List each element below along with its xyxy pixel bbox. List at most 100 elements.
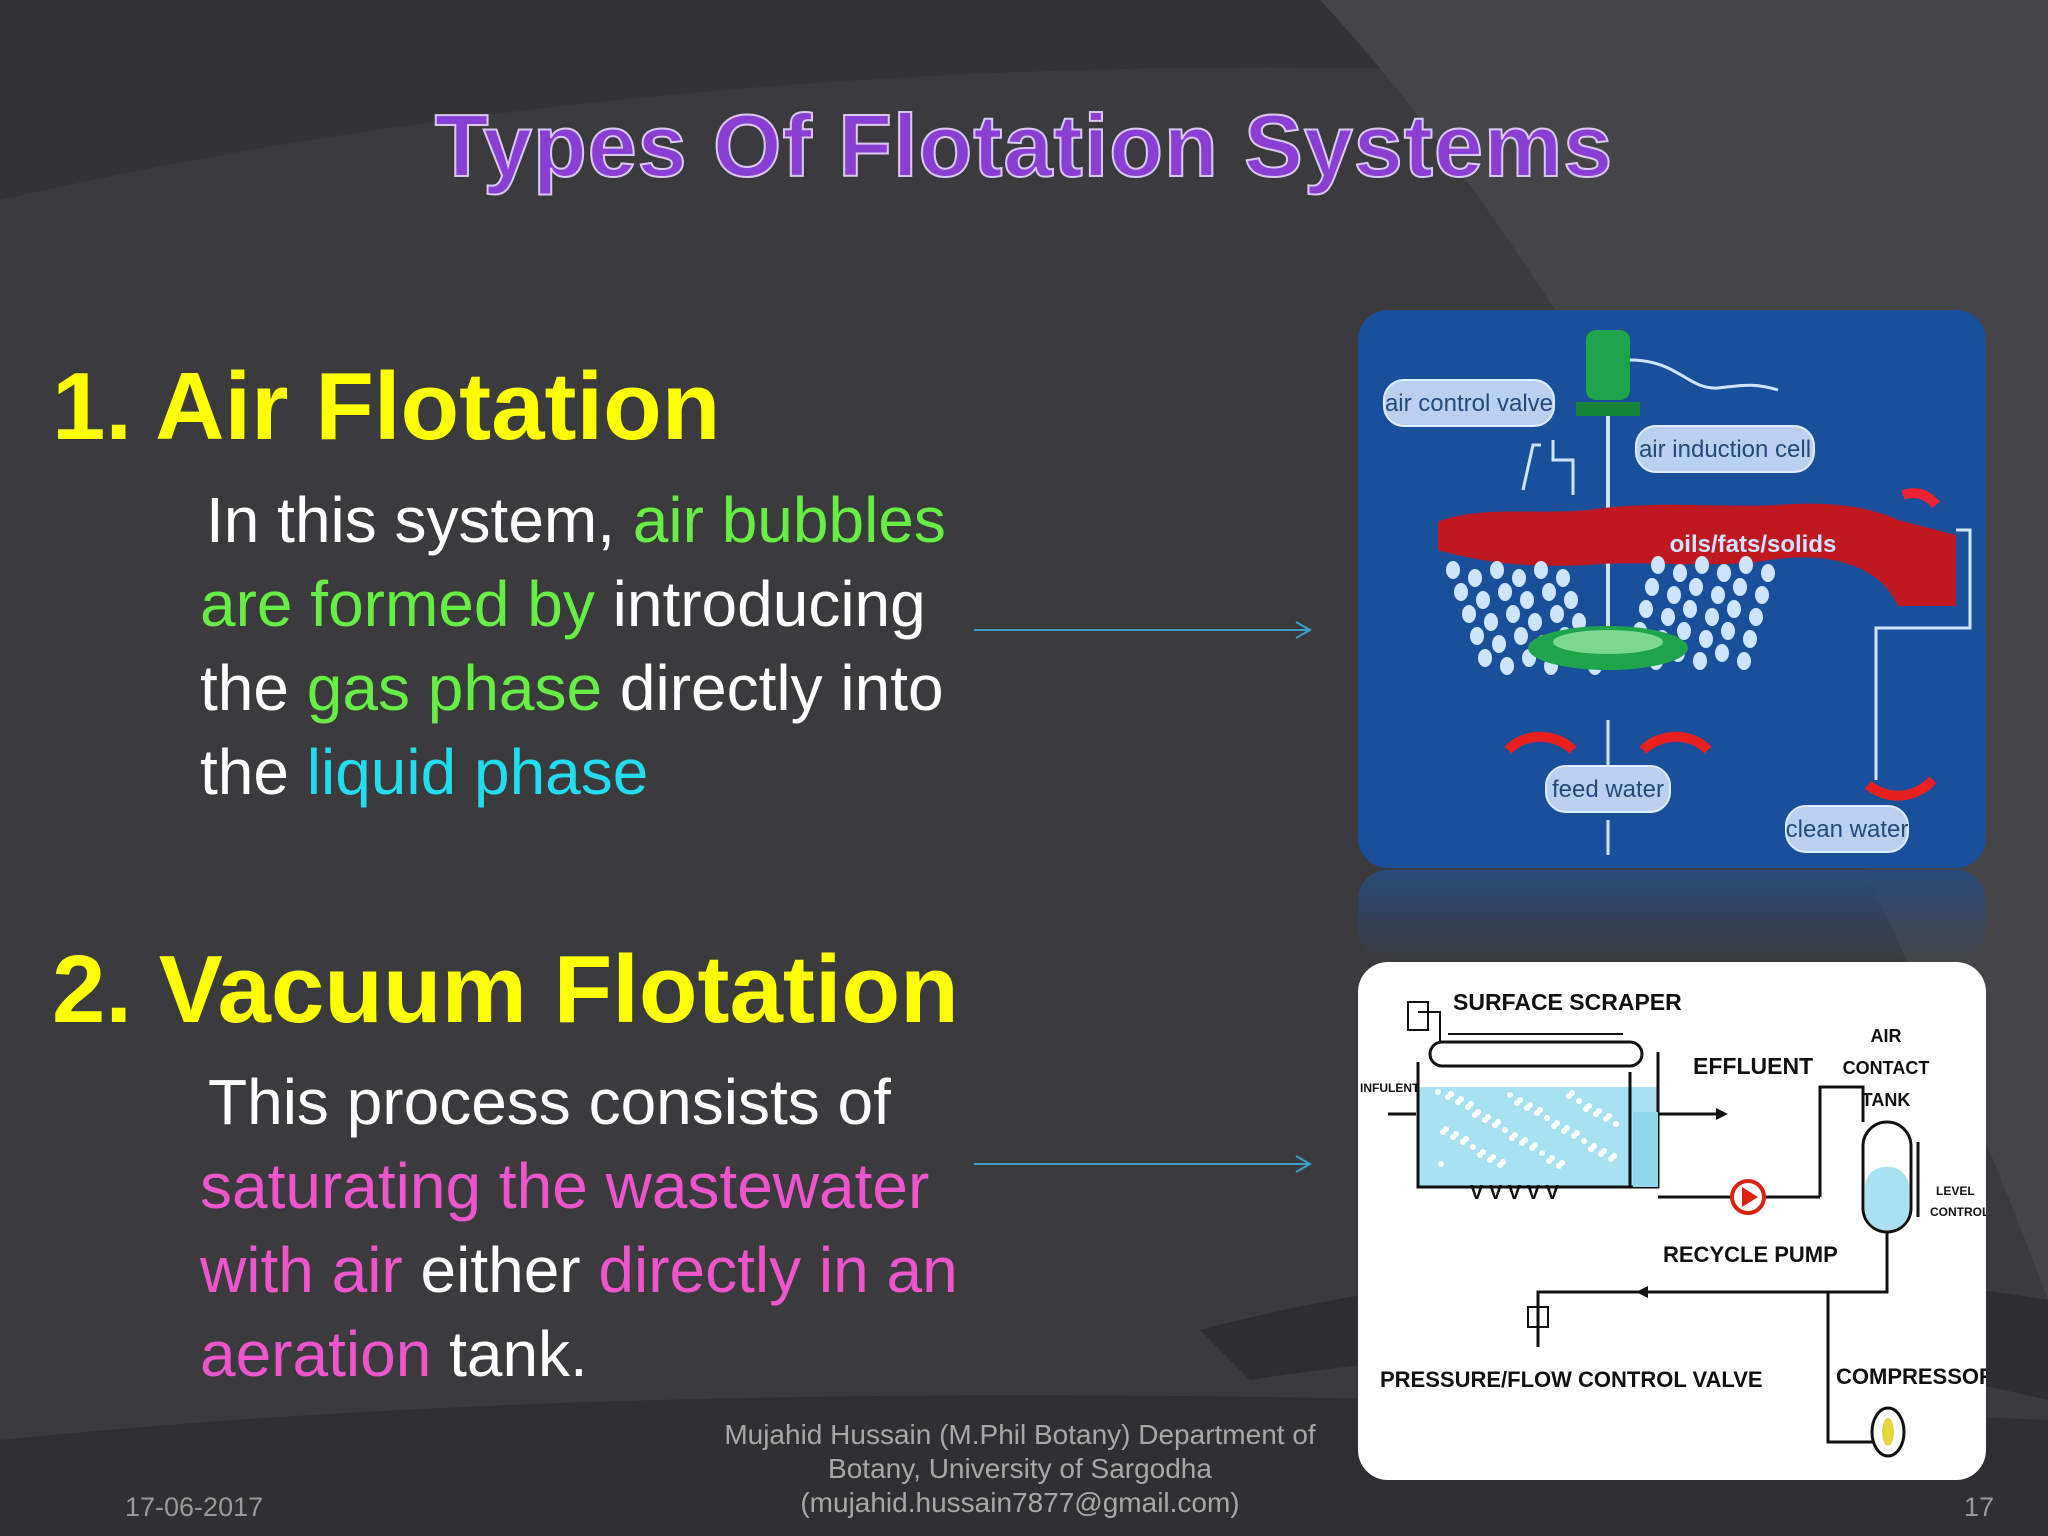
tiny-bubble bbox=[1601, 1148, 1607, 1154]
air-bubble bbox=[1711, 586, 1725, 604]
text-segment: either bbox=[402, 1234, 599, 1306]
text-line: This process consists of bbox=[200, 1060, 958, 1144]
tiny-bubble bbox=[1485, 1114, 1491, 1120]
credit-line-2: Botany, University of Sargodha bbox=[828, 1453, 1212, 1484]
air-bubble bbox=[1677, 622, 1691, 640]
air-bubble bbox=[1492, 635, 1506, 653]
vacuum-flotation-diagram: V V V V V SURFACE SCRAPER INFULENT EFFLU… bbox=[1358, 962, 1986, 1480]
air-bubble bbox=[1699, 630, 1713, 648]
text-segment: the bbox=[200, 736, 307, 808]
air-bubble bbox=[1572, 613, 1586, 631]
text-line: In this system, air bubbles bbox=[200, 478, 946, 562]
slide-title: Types Of Flotation Systems bbox=[434, 95, 1614, 196]
label-level-control-1: LEVEL bbox=[1936, 1184, 1975, 1198]
air-bubble bbox=[1661, 608, 1675, 626]
text-segment: saturating the wastewater bbox=[200, 1150, 930, 1222]
text-line: the liquid phase bbox=[200, 730, 946, 814]
label-level-control-2: CONTROL bbox=[1930, 1205, 1986, 1219]
tiny-bubble bbox=[1500, 1159, 1506, 1165]
tiny-bubble bbox=[1591, 1143, 1597, 1149]
air-bubble bbox=[1695, 556, 1709, 574]
label-air-tank-3: TANK bbox=[1862, 1090, 1911, 1110]
air-bubble bbox=[1737, 652, 1751, 670]
label-compressor: COMPRESSOR bbox=[1836, 1364, 1986, 1389]
text-segment: are formed by bbox=[200, 568, 595, 640]
tiny-bubble bbox=[1458, 1096, 1464, 1102]
tiny-bubble bbox=[1522, 1137, 1528, 1143]
air-bubble bbox=[1721, 622, 1735, 640]
text-segment: the bbox=[200, 652, 307, 724]
tiny-bubble bbox=[1564, 1125, 1570, 1131]
tiny-bubble bbox=[1435, 1089, 1441, 1095]
tiny-bubble bbox=[1606, 1113, 1612, 1119]
tiny-bubble bbox=[1581, 1138, 1587, 1144]
diagram-reflection bbox=[1358, 870, 1986, 960]
arrow-to-diagram1 bbox=[974, 621, 1313, 639]
air-bubble bbox=[1478, 649, 1492, 667]
air-bubble bbox=[1462, 605, 1476, 623]
air-bubble bbox=[1645, 578, 1659, 596]
air-bubble bbox=[1673, 564, 1687, 582]
tiny-bubble bbox=[1453, 1131, 1459, 1137]
page-number: 17 bbox=[1964, 1492, 1995, 1522]
tiny-bubble bbox=[1586, 1103, 1592, 1109]
air-bubble bbox=[1739, 556, 1753, 574]
air-bubble bbox=[1651, 556, 1665, 574]
credit-line-1: Mujahid Hussain (M.Phil Botany) Departme… bbox=[724, 1419, 1316, 1450]
air-bubble bbox=[1693, 652, 1707, 670]
air-bubble bbox=[1667, 586, 1681, 604]
air-bubble bbox=[1498, 583, 1512, 601]
tiny-bubble bbox=[1559, 1160, 1565, 1166]
air-bubble bbox=[1500, 657, 1514, 675]
air-bubble bbox=[1534, 561, 1548, 579]
tiny-bubble bbox=[1463, 1136, 1469, 1142]
tiny-bubble bbox=[1544, 1115, 1550, 1121]
text-line: with air either directly in an bbox=[200, 1228, 958, 1312]
air-bubble bbox=[1512, 569, 1526, 587]
tiny-bubble bbox=[1468, 1101, 1474, 1107]
tiny-bubble bbox=[1475, 1109, 1481, 1115]
air-bubble bbox=[1639, 600, 1653, 618]
tiny-bubble bbox=[1596, 1108, 1602, 1114]
tiny-bubble bbox=[1569, 1090, 1575, 1096]
text-line: the gas phase directly into bbox=[200, 646, 946, 730]
text-segment: aeration bbox=[200, 1318, 432, 1390]
text-segment: directly into bbox=[602, 652, 944, 724]
tiny-bubble bbox=[1574, 1130, 1580, 1136]
label-pressure-valve: PRESSURE/FLOW CONTROL VALVE bbox=[1380, 1367, 1763, 1392]
tiny-bubble bbox=[1537, 1107, 1543, 1113]
footer-credit: Mujahid Hussain (M.Phil Botany) Departme… bbox=[700, 1418, 1340, 1520]
air-bubble bbox=[1528, 613, 1542, 631]
text-segment: directly in an bbox=[598, 1234, 958, 1306]
tiny-bubble bbox=[1517, 1097, 1523, 1103]
label-effluent: EFFLUENT bbox=[1693, 1053, 1813, 1079]
air-bubble bbox=[1484, 613, 1498, 631]
label-clean-water: clean water bbox=[1786, 816, 1909, 843]
credit-line-3: (mujahid.hussain7877@gmail.com) bbox=[800, 1487, 1240, 1518]
text-line: saturating the wastewater bbox=[200, 1144, 958, 1228]
tiny-bubble bbox=[1554, 1120, 1560, 1126]
text-segment: liquid phase bbox=[306, 736, 649, 808]
label-air-induction-cell: air induction cell bbox=[1639, 436, 1811, 463]
text-segment: In this system, bbox=[206, 484, 633, 556]
air-bubble bbox=[1470, 627, 1484, 645]
air-bubble bbox=[1514, 627, 1528, 645]
tiny-bubble bbox=[1576, 1098, 1582, 1104]
label-feed-water: feed water bbox=[1552, 776, 1664, 803]
label-oils-fats-solids: oils/fats/solids bbox=[1670, 531, 1837, 558]
tiny-bubble bbox=[1438, 1161, 1444, 1167]
footer-date: 17-06-2017 bbox=[125, 1492, 264, 1522]
air-bubble bbox=[1749, 608, 1763, 626]
air-bubble bbox=[1727, 600, 1741, 618]
label-air-control-valve: air control valve bbox=[1385, 390, 1553, 417]
tiny-bubble bbox=[1480, 1149, 1486, 1155]
tiny-bubble bbox=[1490, 1154, 1496, 1160]
air-bubble bbox=[1446, 561, 1460, 579]
air-bubble bbox=[1556, 569, 1570, 587]
label-surface-scraper: SURFACE SCRAPER bbox=[1453, 989, 1682, 1015]
air-bubble bbox=[1689, 578, 1703, 596]
tiny-bubble bbox=[1502, 1127, 1508, 1133]
air-bubble bbox=[1490, 561, 1504, 579]
text-line: aeration tank. bbox=[200, 1312, 958, 1396]
